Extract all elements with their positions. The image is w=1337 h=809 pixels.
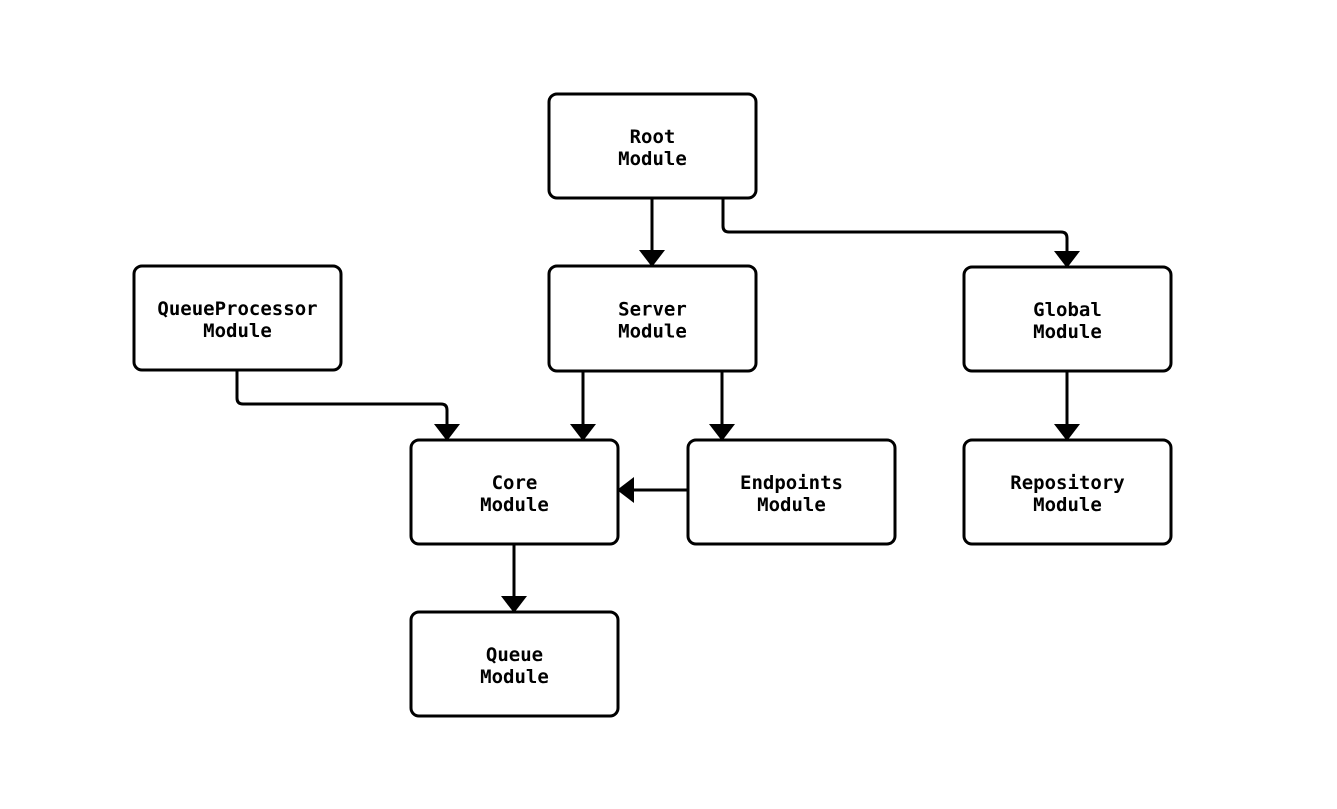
node-box-core-module — [409, 438, 620, 546]
node-label-core-module-line1: Core — [492, 472, 538, 494]
node-label-repository-module-line1: Repository — [1010, 472, 1124, 494]
node-label-endpoints-module-line2: Module — [757, 494, 826, 516]
node-label-server-module-line2: Module — [618, 321, 687, 343]
node-label-server-module-line1: Server — [618, 299, 687, 321]
node-label-queueprocessor-module-line2: Module — [203, 320, 272, 342]
node-label-global-module-line1: Global — [1033, 299, 1102, 321]
node-label-global-module-line2: Module — [1033, 321, 1102, 343]
nodes-layer: RootModuleQueueProcessorModuleServerModu… — [132, 92, 1173, 718]
node-label-queue-module-line2: Module — [480, 666, 549, 688]
node-box-global-module — [962, 265, 1173, 373]
node-box-queueprocessor-module — [132, 264, 343, 372]
node-label-root-module-line2: Module — [618, 148, 687, 170]
node-box-repository-module — [962, 438, 1173, 546]
node-label-root-module-line1: Root — [630, 126, 676, 148]
node-box-server-module — [547, 264, 758, 373]
node-box-root-module — [547, 92, 758, 200]
node-label-queueprocessor-module-line1: QueueProcessor — [157, 298, 317, 320]
node-box-endpoints-module — [686, 438, 897, 546]
edges-layer — [235, 196, 1080, 614]
node-label-core-module-line2: Module — [480, 494, 549, 516]
edge-root-to-global — [721, 196, 1080, 269]
node-box-queue-module — [409, 610, 620, 718]
node-label-endpoints-module-line1: Endpoints — [740, 472, 843, 494]
edge-queueprocessor-to-core — [235, 368, 460, 442]
node-label-queue-module-line1: Queue — [486, 644, 543, 666]
node-label-repository-module-line2: Module — [1033, 494, 1102, 516]
